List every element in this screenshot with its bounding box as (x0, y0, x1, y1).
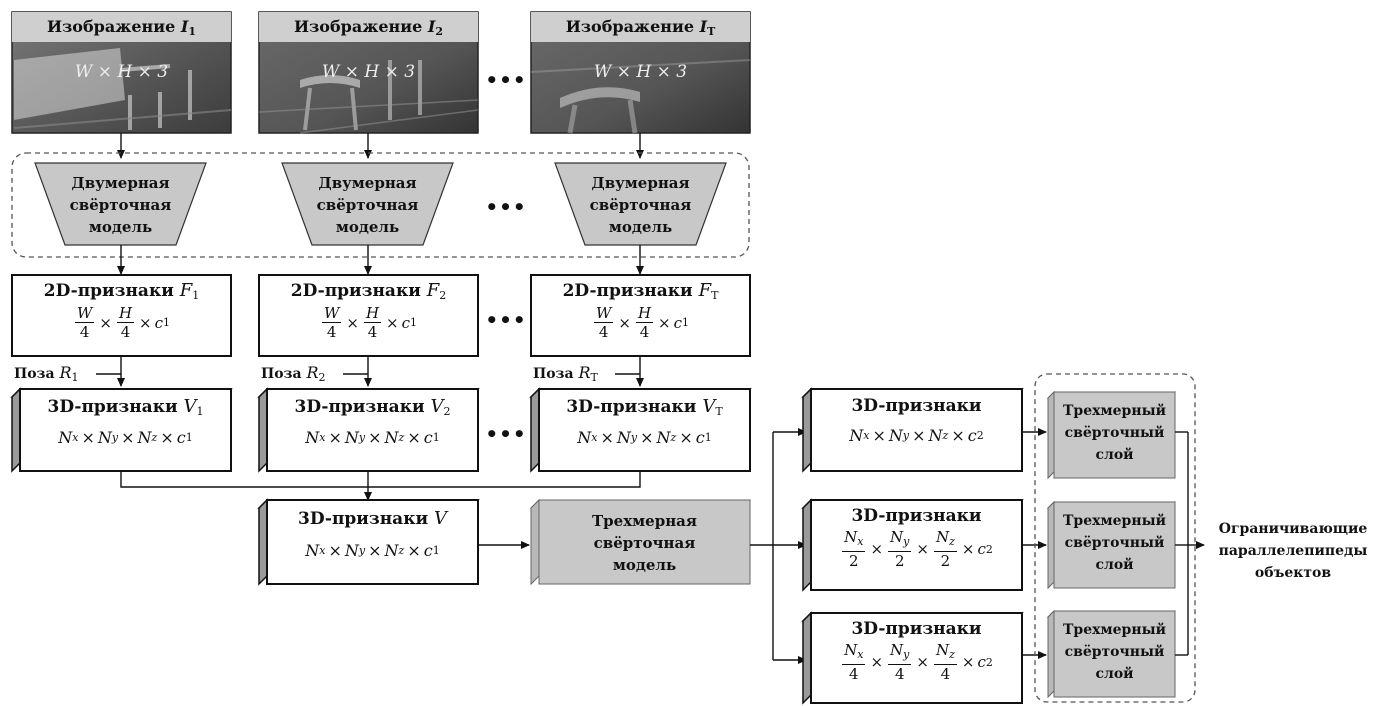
image-dims-1: W × H × 3 (74, 62, 169, 82)
cnn3d-box (529, 498, 752, 586)
image-panel-1 (11, 11, 232, 134)
ellipsis-features2d: ••• (485, 308, 527, 332)
ellipsis-features3d: ••• (485, 422, 527, 446)
merged-features-box (257, 498, 480, 586)
conv-layer-boxes (1046, 390, 1177, 699)
image-to-cnn-arrows (117, 133, 644, 159)
pose-label-2: Поза R2 (261, 363, 326, 384)
ellipsis-cnn: ••• (485, 195, 527, 219)
image-dims-2: W × H × 3 (321, 62, 416, 82)
features3d-boxes (10, 387, 752, 473)
cnn2d-group (11, 152, 750, 258)
image-caption-1: Изображение I1 (46, 17, 197, 38)
image-dims-3: W × H × 3 (593, 62, 688, 82)
output-connector (1175, 431, 1205, 656)
merge-connector (120, 471, 641, 501)
ellipsis-images: ••• (485, 68, 527, 92)
image-panel-2 (258, 11, 479, 134)
branch-connectors (750, 428, 807, 664)
image-caption-3: Изображение IT (565, 17, 716, 38)
pose-label-3: Поза RT (533, 363, 598, 384)
image-caption-2: Изображение I2 (293, 17, 444, 38)
features2d-boxes (11, 274, 751, 357)
cnn2d-shapes (34, 162, 727, 246)
conv-group (1034, 373, 1196, 703)
pose-label-1: Поза R1 (14, 363, 79, 384)
image-panel-3 (530, 11, 751, 134)
